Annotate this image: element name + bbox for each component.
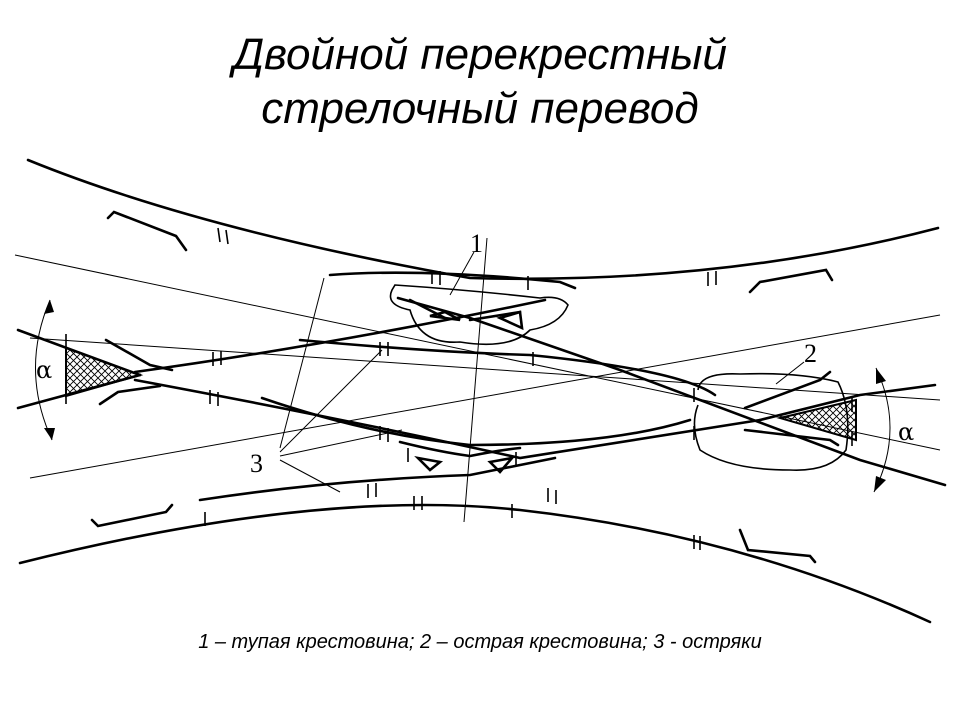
blunt-frog-bottom	[398, 440, 522, 474]
rail-joints	[65, 227, 853, 550]
axis-lines	[14, 237, 941, 523]
legend-caption: 1 – тупая крестовина; 2 – острая крестов…	[198, 631, 762, 653]
blunt-frog-top	[389, 284, 569, 346]
leader-lines	[279, 251, 805, 493]
title-line-2: стрелочный перевод	[261, 84, 699, 133]
angle-arcs	[35, 299, 891, 493]
guard-rails	[90, 210, 834, 564]
outer-rails	[18, 158, 940, 624]
inner-rails	[98, 271, 840, 447]
angle-alpha-right: α	[898, 418, 914, 446]
label-1: 1	[470, 229, 483, 258]
slide-title: Двойной перекрестный стрелочный перевод	[0, 28, 960, 136]
frog-noses	[65, 346, 857, 442]
title-line-1: Двойной перекрестный	[233, 30, 727, 79]
label-3: 3	[250, 449, 263, 478]
angle-alpha-left: α	[36, 356, 52, 384]
label-2: 2	[804, 339, 817, 368]
sharp-frog-outline	[693, 372, 849, 471]
